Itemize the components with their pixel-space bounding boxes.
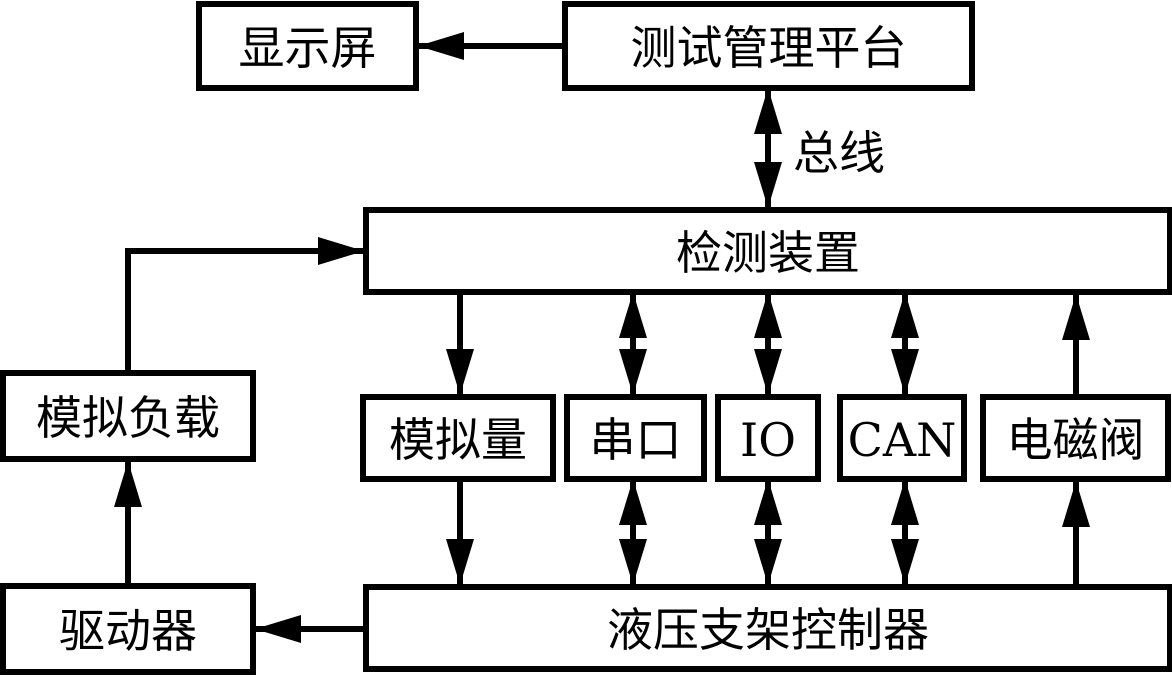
arrow-head-end-solenoid-to-detector xyxy=(1062,294,1090,340)
node-label-display: 显示屏 xyxy=(239,21,377,75)
arrow-head-end-can-controller xyxy=(891,539,919,585)
node-box-driver xyxy=(0,583,256,675)
arrow-head-end-analog-to-controller xyxy=(446,539,474,585)
arrow-head-end-detector-can xyxy=(891,349,919,395)
arrow-head-end-controller-to-solenoid xyxy=(1062,481,1090,527)
node-label-controller: 液压支架控制器 xyxy=(607,603,929,657)
arrow-head-start-serial-controller xyxy=(619,479,647,525)
node-detector: 检测装置 xyxy=(363,207,1172,295)
arrow-head-end-driver-to-sim-load xyxy=(114,461,142,507)
node-box-sim-load xyxy=(0,370,256,462)
node-box-serial xyxy=(564,394,707,482)
node-label-serial: 串口 xyxy=(590,413,682,467)
node-platform: 测试管理平台 xyxy=(562,1,975,91)
arrow-head-start-detector-serial xyxy=(619,292,647,338)
arrow-head-end-controller-to-driver xyxy=(255,615,301,643)
arrow-head-end-detector-serial xyxy=(619,349,647,395)
arrow-head-end-detector-io xyxy=(754,349,782,395)
node-box-solenoid xyxy=(980,394,1171,482)
node-controller: 液压支架控制器 xyxy=(363,584,1172,672)
node-box-display xyxy=(196,1,419,91)
node-box-platform xyxy=(562,1,975,91)
arrow-head-start-can-controller xyxy=(891,479,919,525)
node-box-analog xyxy=(360,394,556,482)
node-driver: 驱动器 xyxy=(0,583,256,675)
node-box-can xyxy=(837,394,967,482)
node-label-analog: 模拟量 xyxy=(389,413,527,467)
arrow-head-end-io-controller xyxy=(754,539,782,585)
node-box-io xyxy=(715,394,821,482)
node-box-detector xyxy=(363,207,1172,295)
node-box-controller xyxy=(363,584,1172,672)
arrow-head-start-platform-detector-bus xyxy=(754,88,782,134)
node-serial: 串口 xyxy=(564,394,707,482)
edge-sim-load-to-detector xyxy=(125,248,364,373)
node-sim-load: 模拟负载 xyxy=(0,370,256,462)
node-label-sim-load: 模拟负载 xyxy=(36,391,220,445)
edge-label-platform-detector-bus: 总线 xyxy=(793,126,885,180)
node-can: CAN xyxy=(837,394,967,482)
arrow-head-end-detector-to-analog xyxy=(446,349,474,395)
node-label-can: CAN xyxy=(848,413,957,467)
node-solenoid: 电磁阀 xyxy=(980,394,1171,482)
node-analog: 模拟量 xyxy=(360,394,556,482)
node-label-driver: 驱动器 xyxy=(59,604,197,658)
node-label-solenoid: 电磁阀 xyxy=(1007,413,1145,467)
arrow-head-end-serial-controller xyxy=(619,539,647,585)
arrow-head-start-io-controller xyxy=(754,479,782,525)
node-display: 显示屏 xyxy=(196,1,419,91)
arrow-head-start-detector-io xyxy=(754,292,782,338)
arrow-head-end-platform-to-display xyxy=(418,32,464,60)
edges-layer: 总线 xyxy=(114,32,1090,643)
node-label-detector: 检测装置 xyxy=(676,226,860,280)
arrow-head-end-platform-detector-bus xyxy=(754,162,782,208)
node-io: IO xyxy=(715,394,821,482)
arrow-head-start-detector-can xyxy=(891,292,919,338)
node-label-platform: 测试管理平台 xyxy=(631,21,907,75)
arrow-head-end-sim-load-to-detector xyxy=(318,237,364,265)
node-label-io: IO xyxy=(740,413,796,467)
